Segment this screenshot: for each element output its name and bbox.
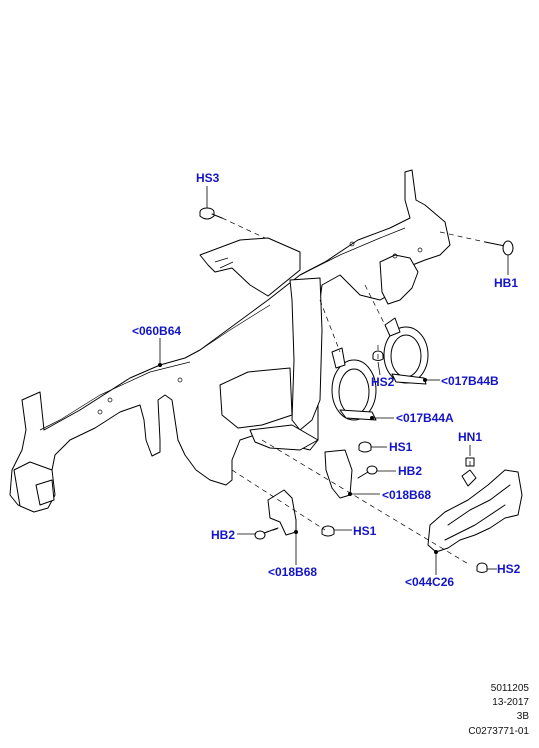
center-window bbox=[219, 367, 293, 429]
callout-hs2-upper: HS2 bbox=[371, 375, 395, 389]
center-column bbox=[289, 277, 323, 431]
callout-hs1-lower: HS1 bbox=[353, 524, 377, 538]
callout-hn1: HN1 bbox=[458, 430, 483, 444]
cross-car-beam bbox=[9, 169, 451, 511]
footer-code: 5011205 bbox=[490, 683, 529, 694]
callout-060b64: <060B64 bbox=[132, 324, 182, 338]
bolt-hb1 bbox=[484, 240, 514, 256]
inner-brace bbox=[249, 424, 319, 451]
footer-illustration-id: C0273771-01 bbox=[468, 726, 529, 737]
callout-hs2-lower: HS2 bbox=[497, 562, 521, 576]
callout-018b68-bottom: <018B68 bbox=[268, 565, 318, 579]
footer-date: 13-2017 bbox=[492, 697, 529, 708]
callout-hs1-upper: HS1 bbox=[389, 440, 413, 454]
callout-044c26: <044C26 bbox=[405, 575, 455, 589]
right-upper-bracket bbox=[379, 254, 419, 305]
side-bracket bbox=[427, 469, 523, 553]
callout-017b44a: <017B44A bbox=[396, 411, 454, 425]
bolt-hs3 bbox=[199, 207, 223, 220]
callout-hb2-left: HB2 bbox=[211, 528, 236, 542]
nut-hs1-lower bbox=[321, 525, 335, 537]
left-mount-bracket bbox=[199, 237, 301, 297]
callout-hb1: HB1 bbox=[494, 276, 519, 290]
callout-017b44b: <017B44B bbox=[441, 374, 499, 388]
support-leg bbox=[324, 449, 353, 499]
callout-hs3: HS3 bbox=[196, 171, 220, 185]
footer-revision: 3B bbox=[516, 711, 529, 722]
bolt-hb2-left bbox=[254, 527, 279, 540]
left-end-tab bbox=[35, 479, 55, 506]
nut-hs2-lower bbox=[476, 562, 488, 573]
lower-bracket bbox=[267, 489, 297, 536]
callout-018b68-right: <018B68 bbox=[382, 488, 432, 502]
bolt-hb2-right bbox=[357, 465, 378, 479]
nut-hs1-upper bbox=[358, 441, 372, 453]
callout-hb2-right: HB2 bbox=[398, 464, 423, 478]
